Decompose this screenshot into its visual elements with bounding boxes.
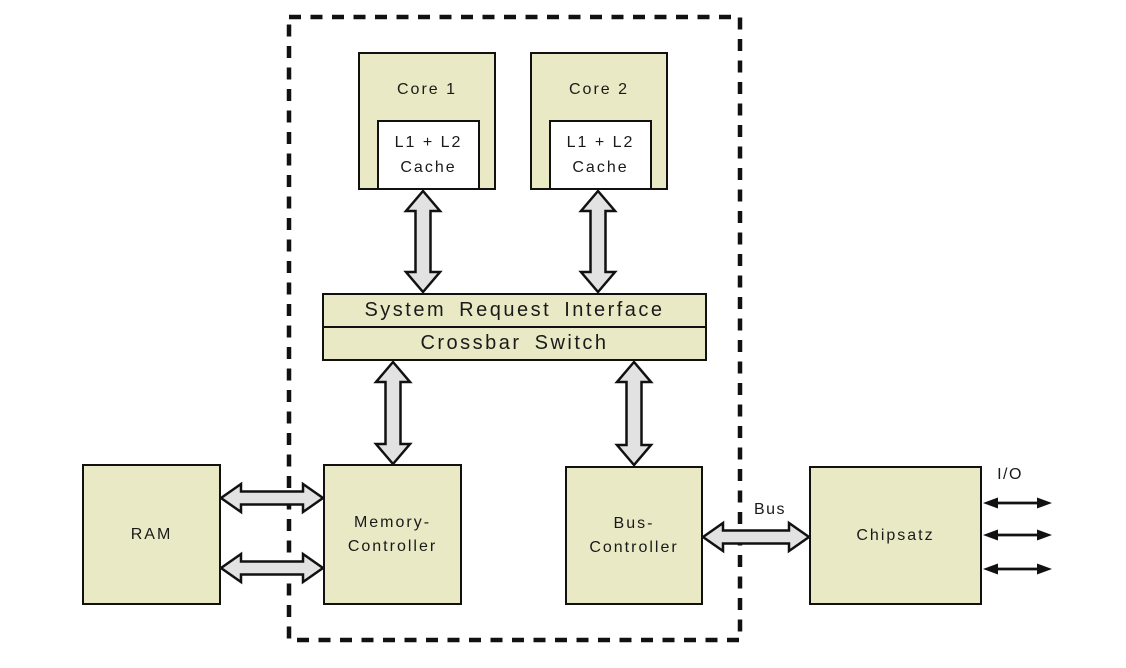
bus-controller-line2: Controller [589, 538, 679, 556]
chipset-io-arrow-2 [983, 529, 1052, 541]
core2-cache-line2: Cache [572, 159, 629, 176]
ram-memory-controller-arrow-lower [218, 551, 326, 585]
core1-cache-block: L1 + L2 Cache [377, 120, 480, 190]
ram-memory-controller-arrow-upper [218, 481, 326, 515]
cache2-sri-arrow [578, 189, 618, 294]
chipset-block: Chipsatz [809, 466, 982, 605]
cache1-sri-arrow [403, 189, 443, 294]
memory-controller-line1: Memory- [353, 513, 432, 531]
ram-label: RAM [130, 525, 173, 543]
memory-controller-line2: Controller [347, 537, 438, 555]
bus-label: Bus [753, 501, 787, 518]
core1-cache-line1: L1 + L2 [394, 134, 463, 151]
crossbar-switch-band: Crossbar Switch [324, 328, 705, 359]
crossbar-bus-controller-arrow [614, 360, 654, 467]
core2-cache-line1: L1 + L2 [566, 134, 635, 151]
bus-controller-block: Bus- Controller [565, 466, 703, 605]
core1-cache-line2: Cache [400, 159, 457, 176]
chipset-io-arrow-3 [983, 563, 1052, 575]
core1-label: Core 1 [396, 81, 458, 98]
core2-cache-block: L1 + L2 Cache [549, 120, 652, 190]
crossbar-memory-controller-arrow [373, 360, 413, 466]
crossbar-switch-label: Crossbar Switch [420, 332, 609, 354]
ram-block: RAM [82, 464, 221, 605]
io-label: I/O [997, 466, 1023, 483]
bus-controller-line1: Bus- [613, 514, 655, 532]
bus-controller-chipset-arrow [700, 520, 812, 554]
core2-label: Core 2 [568, 81, 630, 98]
memory-controller-block: Memory- Controller [323, 464, 462, 605]
chipset-io-arrow-1 [983, 497, 1052, 509]
chipset-label: Chipsatz [856, 526, 935, 544]
sri-crossbar-block: System Request Interface Crossbar Switch [322, 293, 707, 361]
system-request-interface-band: System Request Interface [324, 295, 705, 328]
system-request-interface-label: System Request Interface [364, 299, 665, 321]
